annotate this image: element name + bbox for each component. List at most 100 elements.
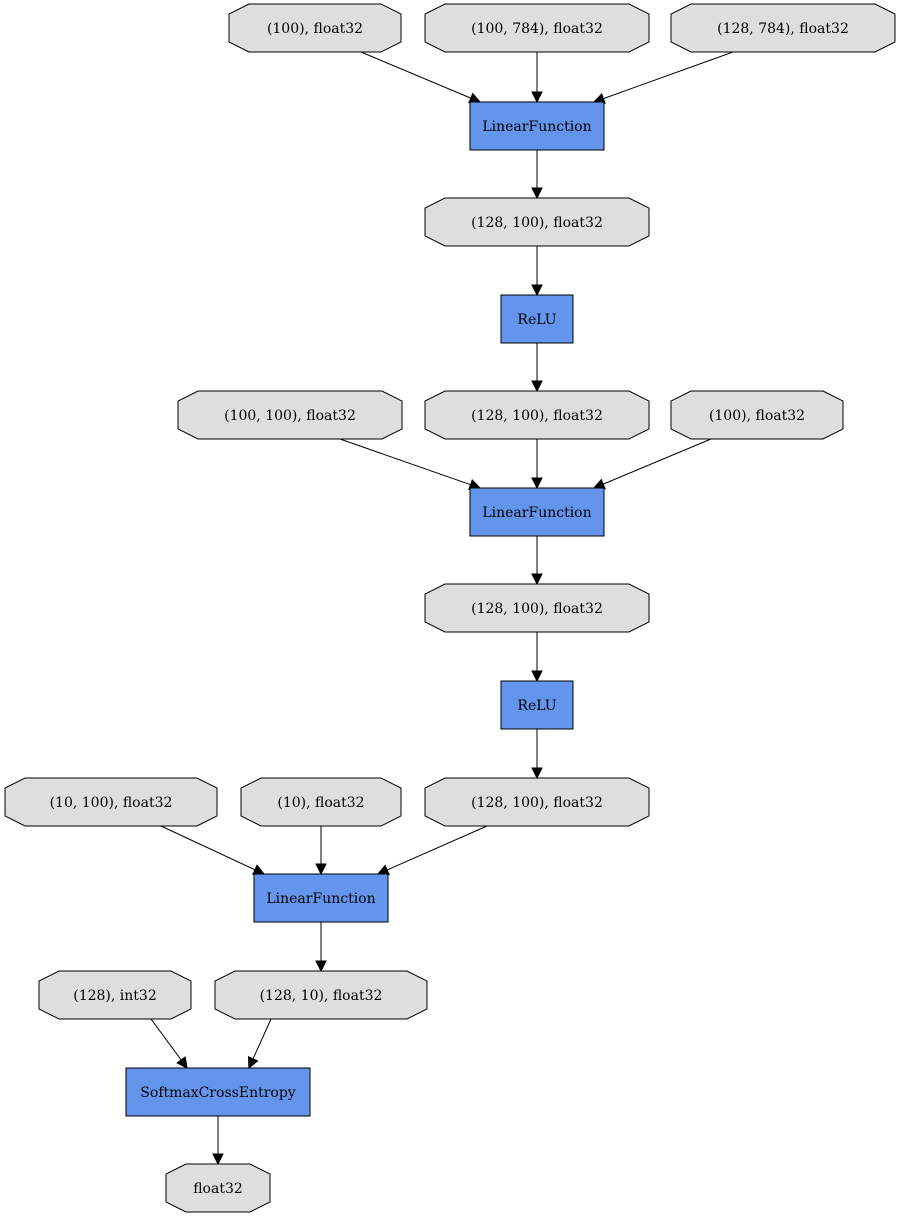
variable-octagon [38, 970, 192, 1020]
function-node-linearfunction: LinearFunction [469, 101, 605, 151]
edge-line [360, 51, 471, 99]
variable-octagon [424, 583, 650, 633]
edge-line [150, 1018, 182, 1061]
variable-node-128-10-float32: (128, 10), float32 [214, 970, 428, 1020]
node-label: LinearFunction [482, 505, 591, 521]
variable-octagon [177, 390, 403, 440]
arrowhead-icon [468, 92, 482, 104]
nodes-layer: (100), float32 (100, 784), float32 (128, 7… [4, 3, 896, 1213]
arrowhead-icon [252, 864, 266, 875]
edge-v2-to-f1 [531, 52, 543, 104]
edge-f2-to-v6 [531, 343, 543, 393]
variable-node-100-784-float32: (100, 784), float32 [424, 3, 650, 53]
arrowhead-icon [531, 477, 543, 490]
node-label: (128, 100), float32 [471, 795, 603, 811]
variable-node-10-float32: (10), float32 [240, 777, 402, 827]
node-label: (10), float32 [277, 795, 364, 811]
variable-node-128-100-float32: (128, 100), float32 [424, 777, 650, 827]
arrowhead-icon [531, 573, 543, 586]
arrowhead-icon [531, 670, 543, 683]
variable-octagon [240, 777, 402, 827]
function-node-linearfunction: LinearFunction [469, 487, 605, 537]
node-label: ReLU [517, 698, 556, 714]
arrowhead-icon [212, 1153, 224, 1166]
variable-node-float32: float32 [165, 1163, 271, 1213]
edge-line [252, 1018, 272, 1060]
arrowhead-icon [531, 380, 543, 393]
variable-node-100-float32: (100), float32 [670, 390, 844, 440]
arrowhead-icon [176, 1056, 188, 1069]
node-label: (100, 100), float32 [224, 408, 356, 424]
edge-f5-to-v13 [315, 922, 327, 973]
edge-v1-to-f1 [360, 51, 482, 104]
node-label: ReLU [517, 312, 556, 328]
variable-octagon [424, 3, 650, 53]
function-box [500, 680, 574, 730]
function-node-linearfunction: LinearFunction [253, 873, 389, 923]
variable-octagon [424, 197, 650, 247]
edge-v3-to-f1 [592, 51, 734, 104]
arrowhead-icon [592, 478, 606, 490]
variable-node-128-784-float32: (128, 784), float32 [670, 3, 896, 53]
edge-v9-to-f5 [160, 825, 266, 875]
arrowhead-icon [376, 864, 390, 876]
node-label: (128, 784), float32 [717, 21, 849, 37]
edge-line [160, 825, 256, 871]
function-node-softmaxcrossentropy: SoftmaxCrossEntropy [125, 1067, 311, 1117]
variable-octagon [424, 777, 650, 827]
function-node-relu: ReLU [500, 680, 574, 730]
edge-v10-to-f5 [315, 826, 327, 876]
node-label: (128, 100), float32 [471, 215, 603, 231]
edge-line [339, 438, 471, 486]
function-box [469, 101, 605, 151]
arrowhead-icon [531, 91, 543, 104]
variable-octagon [214, 970, 428, 1020]
node-label: float32 [193, 1181, 243, 1197]
function-box [500, 294, 574, 344]
node-label: (10, 100), float32 [50, 795, 173, 811]
variable-octagon [424, 390, 650, 440]
edge-f3-to-v8 [531, 536, 543, 586]
arrowhead-icon [531, 187, 543, 200]
edge-f1-to-v4 [531, 150, 543, 200]
edge-v8-to-f4 [531, 632, 543, 683]
node-label: LinearFunction [482, 119, 591, 135]
edge-v4-to-f2 [531, 246, 543, 297]
edge-v7-to-f3 [592, 438, 712, 490]
variable-octagon [165, 1163, 271, 1213]
edge-line [386, 825, 488, 871]
arrowhead-icon [531, 284, 543, 297]
variable-octagon [228, 3, 402, 53]
edge-line [603, 51, 734, 100]
variable-node-10-100-float32: (10, 100), float32 [4, 777, 218, 827]
node-label: (100), float32 [267, 21, 363, 37]
arrowhead-icon [315, 960, 327, 973]
function-box [469, 487, 605, 537]
edge-v11-to-f5 [376, 825, 488, 876]
node-label: (128, 10), float32 [260, 988, 383, 1004]
edge-f4-to-v11 [531, 729, 543, 780]
variable-octagon [670, 390, 844, 440]
variable-node-100-100-float32: (100, 100), float32 [177, 390, 403, 440]
function-box [125, 1067, 311, 1117]
edge-f6-to-v14 [212, 1116, 224, 1166]
node-label: SoftmaxCrossEntropy [140, 1085, 295, 1101]
node-label: (100, 784), float32 [471, 21, 603, 37]
variable-node-128-100-float32: (128, 100), float32 [424, 583, 650, 633]
variable-node-128-100-float32: (128, 100), float32 [424, 390, 650, 440]
edge-v13-to-f6 [247, 1018, 272, 1070]
node-label: (128), int32 [73, 988, 156, 1004]
arrowhead-icon [315, 863, 327, 876]
variable-node-128-100-float32: (128, 100), float32 [424, 197, 650, 247]
edge-v12-to-f6 [150, 1018, 188, 1069]
edge-v5-to-f3 [339, 438, 482, 491]
variable-node-100-float32: (100), float32 [228, 3, 402, 53]
node-label: (100), float32 [709, 408, 805, 424]
arrowhead-icon [247, 1056, 259, 1070]
edge-v6-to-f3 [531, 439, 543, 490]
variable-octagon [670, 3, 896, 53]
arrowhead-icon [531, 767, 543, 780]
node-label: LinearFunction [266, 891, 375, 907]
node-label: (128, 100), float32 [471, 601, 603, 617]
